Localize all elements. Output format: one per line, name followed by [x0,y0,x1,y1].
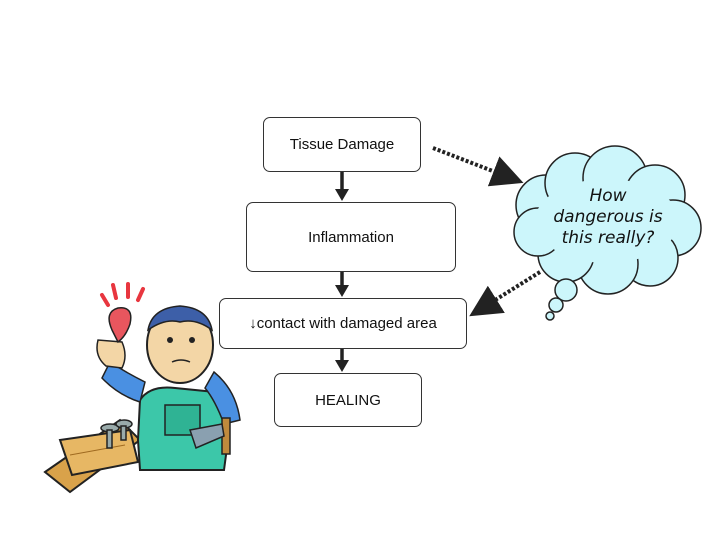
raised-hand [96,339,126,369]
nails [100,419,133,449]
worker-illustration [43,282,241,494]
thought-cloud [513,145,702,321]
dotted-arrow-to-thought [432,146,524,187]
step-reduced-contact: ↓contact with damaged area [219,298,467,349]
worker-hair [146,305,214,332]
thought-line: this really? [561,228,655,248]
flow-arrow-1 [335,172,349,201]
thought-line: How [589,186,627,206]
wood-plank [43,418,142,494]
step-label: Tissue Damage [289,136,395,153]
step-label: ↓contact with damaged area [249,315,437,332]
step-healing: HEALING [274,373,422,427]
hammer [189,417,231,455]
pain-lines [100,282,145,307]
step-tissue-damage: Tissue Damage [263,117,421,172]
dotted-arrow-from-thought [469,270,542,317]
step-inflammation: Inflammation [246,202,456,272]
step-label: Inflammation [308,228,394,246]
injured-finger [108,307,132,344]
thought-text: How dangerous is this really? [524,186,692,249]
flow-arrow-2 [335,272,349,297]
left-sleeve [101,360,146,403]
step-label: HEALING [315,391,381,409]
thought-line: dangerous is [553,207,663,227]
flow-arrow-3 [335,349,349,372]
